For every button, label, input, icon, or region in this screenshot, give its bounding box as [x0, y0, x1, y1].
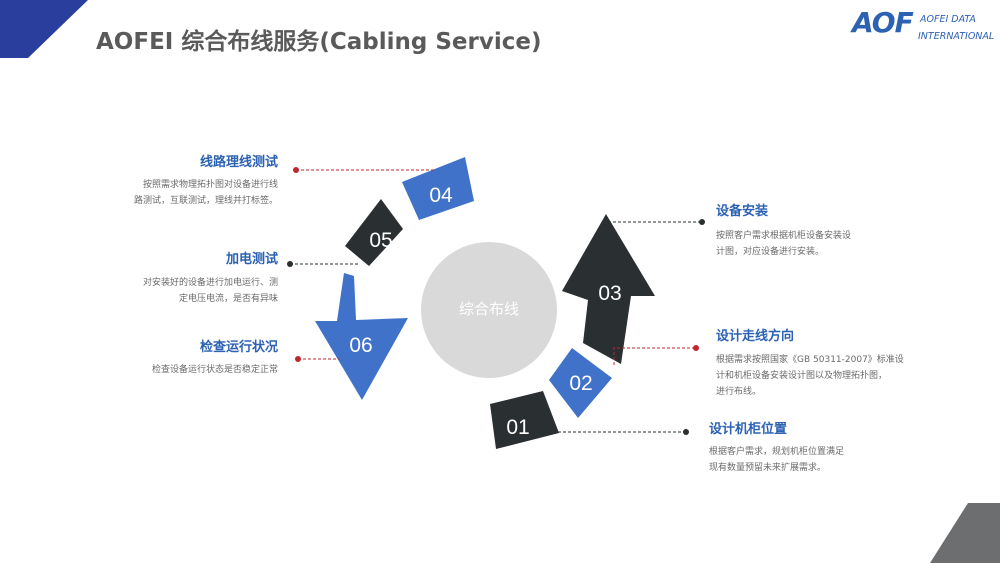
dot-03	[699, 219, 705, 225]
step-02-desc-line: 计和机柜设备安装设计图以及物理拓扑图，	[716, 371, 888, 381]
connector-dots	[287, 167, 705, 435]
step-01-title: 设计机柜位置	[709, 422, 788, 437]
corner-decoration-bottom-right	[930, 503, 1000, 563]
step-04-title: 线路理线测试	[199, 155, 278, 170]
dot-01	[683, 429, 689, 435]
step-05-title: 加电测试	[225, 252, 278, 267]
logo-line-2: INTERNATIONAL	[918, 31, 995, 42]
step-05-desc-line: 对安装好的设备进行加电运行、测	[142, 278, 278, 288]
step-02-description: 根据需求按照国家《GB 50311-2007》标准设 计和机柜设备安装设计图以及…	[716, 352, 904, 400]
step-01-segment	[490, 391, 559, 449]
step-03-title: 设备安装	[716, 204, 769, 219]
step-01-desc-line: 根据客户需求，规划机柜位置满足	[709, 447, 845, 457]
dot-04	[293, 167, 299, 173]
step-02-segment	[549, 348, 612, 418]
logo-line-1: AOFEI DATA	[920, 14, 976, 25]
step-05-segment	[345, 199, 403, 266]
corner-decoration-top-left	[0, 0, 88, 58]
step-02-desc-line: 根据需求按照国家《GB 50311-2007》标准设	[716, 355, 904, 365]
step-04-description: 按照需求物理拓扑图对设备进行线 路测试，互联测试，理线并打标签。	[134, 177, 278, 209]
step-01-desc-line: 现有数量预留未来扩展需求。	[709, 463, 827, 473]
step-05-number: 05	[369, 229, 392, 252]
dot-05	[287, 261, 293, 267]
center-ellipse	[421, 242, 557, 378]
step-04-segment	[402, 157, 474, 220]
dot-06	[295, 356, 301, 362]
step-02-desc-line: 进行布线。	[716, 387, 762, 397]
step-02-title: 设计走线方向	[716, 329, 795, 344]
step-06-segment	[315, 273, 408, 400]
connector-lines	[290, 169, 702, 433]
step-06-number: 06	[349, 334, 372, 357]
dot-02	[693, 345, 699, 351]
step-02-number: 02	[569, 372, 592, 395]
connector-02	[613, 347, 696, 365]
step-03-number: 03	[598, 282, 621, 305]
center-label: 综合布线	[459, 300, 519, 318]
step-03-description: 按照客户需求根据机柜设备安装设 计图，对应设备进行安装。	[716, 228, 851, 260]
step-03-segment	[562, 214, 655, 364]
company-logo: AOF AOFEI DATA INTERNATIONAL	[852, 6, 998, 42]
step-04-desc-line: 路测试，互联测试，理线并打标签。	[133, 196, 278, 206]
step-01-number: 01	[506, 416, 529, 439]
step-05-desc-line: 定电压电流，是否有异味	[178, 294, 278, 304]
step-06-desc-line: 检查设备运行状态是否稳定正常	[151, 365, 278, 375]
step-06-description: 检查设备运行状态是否稳定正常	[152, 362, 278, 378]
step-04-desc-line: 按照需求物理拓扑图对设备进行线	[142, 180, 278, 190]
logo-mark: AOF	[852, 6, 914, 39]
page-title: AOFEI 综合布线服务(Cabling Service)	[96, 29, 542, 55]
step-05-description: 对安装好的设备进行加电运行、测 定电压电流，是否有异味	[143, 275, 278, 307]
step-04-number: 04	[429, 184, 453, 207]
step-03-desc-line: 计图，对应设备进行安装。	[716, 247, 825, 257]
step-03-desc-line: 按照客户需求根据机柜设备安装设	[716, 231, 852, 241]
step-06-title: 检查运行状况	[199, 340, 278, 355]
step-01-description: 根据客户需求，规划机柜位置满足 现有数量预留未来扩展需求。	[709, 444, 844, 476]
